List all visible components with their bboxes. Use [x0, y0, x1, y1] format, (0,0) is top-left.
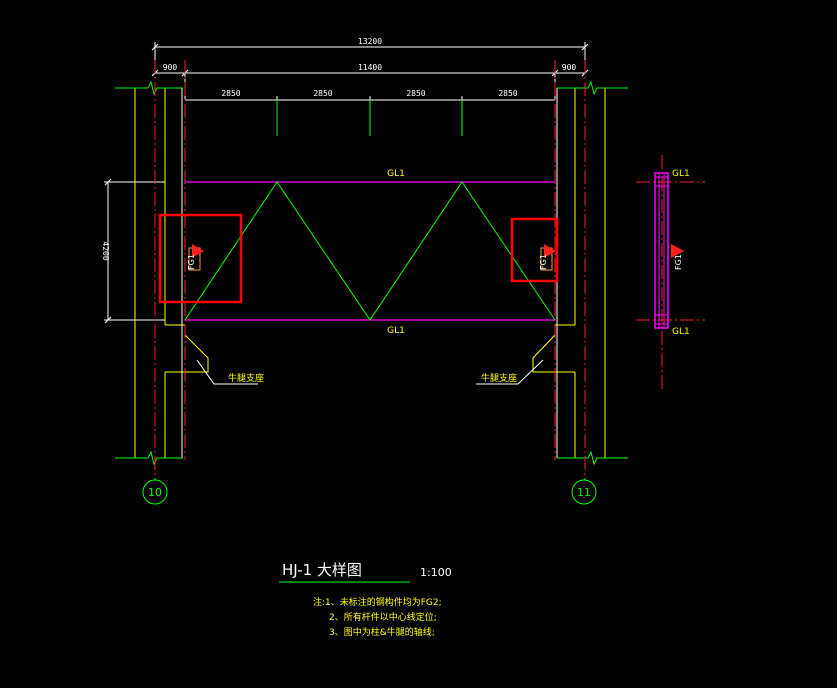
columns	[181, 88, 558, 458]
note-line-3: 3、图中为柱&牛腿的轴线;	[329, 626, 435, 638]
flag-icon	[192, 244, 204, 258]
highlight-boxes	[158, 213, 559, 304]
flag-label-side: FG1	[674, 254, 683, 270]
dim-bay-2: 2850	[313, 89, 332, 98]
support-leaders	[196, 359, 544, 385]
flag-icon	[544, 244, 556, 258]
dim-bay-1: 2850	[221, 89, 240, 98]
axis-label-left: 10	[148, 486, 162, 499]
break-lines	[115, 80, 628, 466]
highlight-box-right	[510, 217, 559, 283]
dim-total: 13200	[358, 37, 382, 46]
dim-inner: 11400	[358, 63, 382, 72]
flag-label-left: FG1	[187, 254, 196, 270]
flag-marker-left: FG1	[187, 244, 204, 271]
support-label-right: 牛腿支座	[481, 372, 517, 384]
note-line-2: 2、所有杆件以中心线定位;	[329, 611, 437, 623]
support-label-left: 牛腿支座	[228, 372, 264, 384]
dim-left-offset: 900	[163, 63, 178, 72]
axis-label-right: 11	[577, 486, 591, 499]
truss-webs	[184, 181, 556, 321]
flag-marker-right: FG1	[539, 244, 556, 271]
dim-bay-4: 2850	[498, 89, 517, 98]
dim-right-offset: 900	[562, 63, 577, 72]
top-chord-label: GL1	[387, 169, 405, 179]
highlight-box-left	[158, 213, 243, 304]
axis-lines	[154, 60, 705, 478]
dim-height: 4200	[101, 241, 110, 260]
drawing-scale: 1:100	[420, 566, 452, 579]
side-top-label: GL1	[672, 169, 690, 179]
dim-bay-3: 2850	[406, 89, 425, 98]
bottom-chord-label: GL1	[387, 326, 405, 336]
side-bottom-label: GL1	[672, 327, 690, 337]
flag-icon	[671, 244, 684, 258]
bay-markers	[276, 100, 463, 136]
wall-outlines	[134, 88, 606, 458]
flag-label-right: FG1	[539, 254, 548, 270]
axis-bubbles	[142, 478, 597, 505]
note-line-1: 注:1、未标注的钢构件均为FG2;	[313, 596, 442, 608]
side-elevation: FG1	[654, 172, 684, 329]
drawing-title: HJ-1 大样图	[282, 561, 362, 579]
